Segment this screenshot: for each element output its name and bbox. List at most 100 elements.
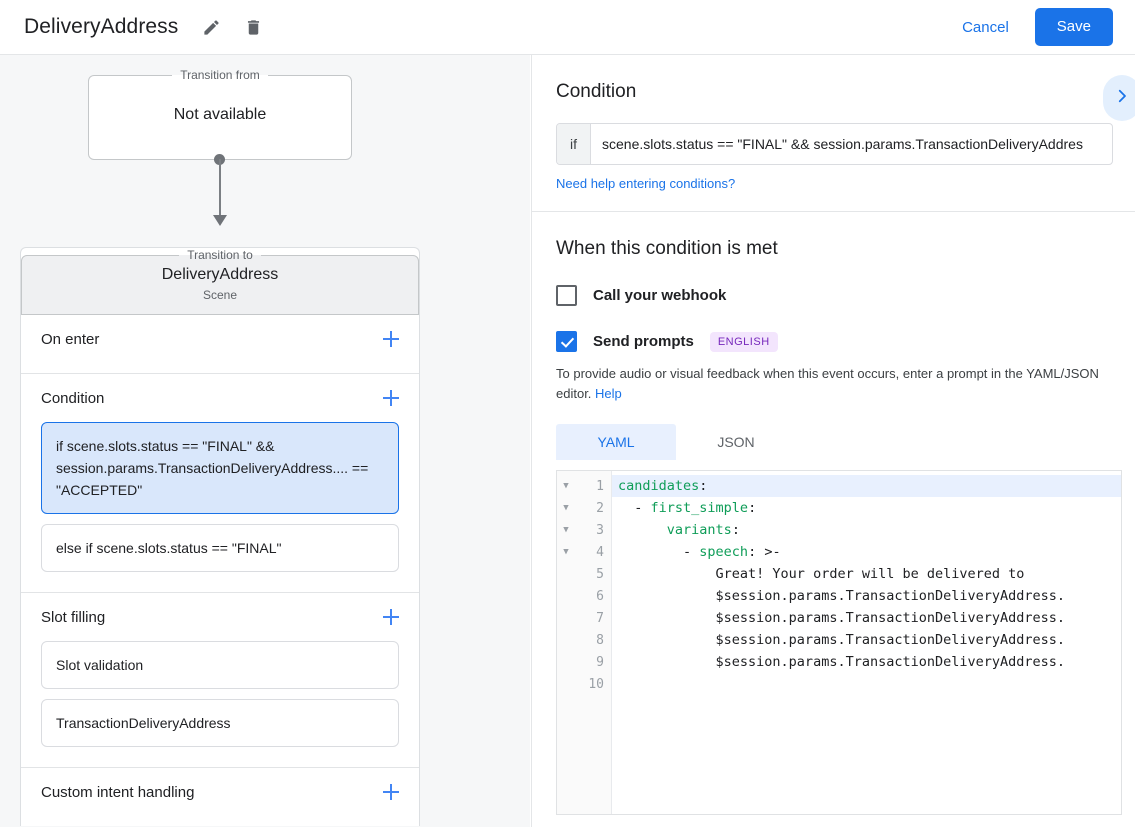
editor-gutter-line: 10 <box>557 673 611 695</box>
tab-yaml[interactable]: YAML <box>556 424 676 460</box>
fold-triangle-icon[interactable]: ▼ <box>563 502 569 513</box>
editor-code-area[interactable]: candidates: - first_simple: variants: - … <box>612 471 1121 814</box>
slot-item-transaction-delivery-address[interactable]: TransactionDeliveryAddress <box>41 699 399 747</box>
section-title-slot-filling: Slot filling <box>41 608 106 626</box>
fold-triangle-icon[interactable]: ▼ <box>563 480 569 491</box>
condition-input-row[interactable]: if scene.slots.status == "FINAL" && sess… <box>556 123 1113 165</box>
editor-gutter-line: 7 <box>557 607 611 629</box>
editor-line-number: 6 <box>596 588 604 604</box>
send-prompts-checkbox[interactable] <box>556 331 577 352</box>
when-condition-met-heading: When this condition is met <box>556 238 778 259</box>
chevron-right-icon <box>1113 87 1131 110</box>
section-on-enter: On enter <box>21 315 419 373</box>
transition-graph: Transition from Not available <box>0 55 530 238</box>
editor-code-line[interactable]: $session.params.TransactionDeliveryAddre… <box>618 588 1066 604</box>
yaml-key: speech <box>699 544 749 560</box>
delete-button[interactable] <box>236 10 270 44</box>
when-condition-met-block: When this condition is met Call your web… <box>532 212 1135 815</box>
tab-json[interactable]: JSON <box>717 434 755 450</box>
trash-icon <box>244 18 263 37</box>
call-webhook-label: Call your webhook <box>593 287 727 304</box>
connector-arrow-icon <box>213 215 227 226</box>
yaml-key: candidates <box>618 478 700 494</box>
editor-code-line[interactable]: candidates: <box>612 475 1121 497</box>
prompts-note-text: To provide audio or visual feedback when… <box>556 366 1099 401</box>
add-custom-intent-icon[interactable] <box>377 778 405 806</box>
scene-card: Transition to DeliveryAddress Scene On e… <box>20 247 420 826</box>
transition-from-value: Not available <box>173 106 267 123</box>
connector-line <box>219 159 221 221</box>
slot-validation-item[interactable]: Slot validation <box>41 641 399 689</box>
editor-code-line[interactable]: variants: <box>666 522 740 538</box>
add-slot-filling-icon[interactable] <box>377 603 405 631</box>
section-title-custom-intent-handling: Custom intent handling <box>41 783 195 801</box>
condition-item-selected[interactable]: if scene.slots.status == "FINAL" && sess… <box>41 422 399 514</box>
cancel-button[interactable]: Cancel <box>948 11 1023 44</box>
editor-code-line[interactable]: Great! Your order will be delivered to <box>618 566 1025 582</box>
editor-gutter-line: ▼1 <box>557 475 611 497</box>
section-header-on-enter: On enter <box>21 315 419 363</box>
section-condition: Condition if scene.slots.status == "FINA… <box>21 373 419 592</box>
editor-line-number: 1 <box>596 478 604 494</box>
call-webhook-checkbox[interactable] <box>556 285 577 306</box>
edit-name-button[interactable] <box>194 10 228 44</box>
transition-to-legend: Transition to <box>187 248 253 262</box>
transition-from-legend: Transition from <box>180 68 260 82</box>
editor-code-line[interactable]: $session.params.TransactionDeliveryAddre… <box>618 654 1066 670</box>
help-link[interactable]: Help <box>595 386 622 401</box>
yaml-key: first_simple <box>650 500 749 516</box>
section-custom-intent-handling: Custom intent handling <box>21 767 419 826</box>
editor-code-line[interactable]: $session.params.TransactionDeliveryAddre… <box>618 610 1066 626</box>
prompts-note: To provide audio or visual feedback when… <box>556 364 1113 404</box>
save-button[interactable]: Save <box>1034 8 1113 46</box>
section-header-slot-filling: Slot filling <box>21 593 419 641</box>
section-header-custom-intent-handling: Custom intent handling <box>21 768 419 816</box>
webhook-row[interactable]: Call your webhook <box>556 285 1113 306</box>
editor-gutter-line: ▼2 <box>557 497 611 519</box>
editor-gutter-line: 9 <box>557 651 611 673</box>
pencil-icon <box>202 18 221 37</box>
editor-line-number: 10 <box>588 676 604 692</box>
editor-gutter-line: ▼3 <box>557 519 611 541</box>
condition-heading: Condition <box>556 81 637 102</box>
editor-code-line[interactable]: - first_simple: <box>618 500 757 516</box>
add-on-enter-icon[interactable] <box>377 325 405 353</box>
send-prompts-row[interactable]: Send prompts ENGLISH <box>556 331 1113 352</box>
fold-triangle-icon[interactable]: ▼ <box>563 524 569 535</box>
transition-from-node[interactable]: Transition from Not available <box>88 68 352 160</box>
add-condition-icon[interactable] <box>377 384 405 412</box>
editor-line-number: 4 <box>596 544 604 560</box>
send-prompts-label: Send prompts <box>593 333 694 350</box>
top-app-bar: DeliveryAddress Cancel Save <box>0 0 1135 55</box>
section-title-condition: Condition <box>41 389 105 407</box>
editor-gutter-line: 5 <box>557 563 611 585</box>
section-header-condition: Condition <box>21 374 419 422</box>
right-panel: Condition if scene.slots.status == "FINA… <box>531 55 1135 827</box>
editor-line-number: 5 <box>596 566 604 582</box>
condition-block: Condition if scene.slots.status == "FINA… <box>532 55 1135 211</box>
editor-gutter-line: 8 <box>557 629 611 651</box>
editor-gutter-line: ▼4 <box>557 541 611 563</box>
editor-code-line[interactable]: $session.params.TransactionDeliveryAddre… <box>618 632 1066 648</box>
condition-input[interactable]: scene.slots.status == "FINAL" && session… <box>602 136 1083 152</box>
page-title: DeliveryAddress <box>24 15 179 38</box>
expand-panel-button[interactable] <box>1103 75 1135 121</box>
yaml-key: variants <box>666 522 732 538</box>
editor-code-line[interactable]: - speech: >- <box>618 544 781 560</box>
language-badge: ENGLISH <box>709 331 778 352</box>
editor-line-number: 2 <box>596 500 604 516</box>
section-title-on-enter: On enter <box>41 330 100 348</box>
transition-to-subtitle: Scene <box>202 288 238 302</box>
condition-item[interactable]: else if scene.slots.status == "FINAL" <box>41 524 399 572</box>
need-help-conditions-link[interactable]: Need help entering conditions? <box>556 176 736 191</box>
fold-triangle-icon[interactable]: ▼ <box>563 546 569 557</box>
editor-line-number: 9 <box>596 654 604 670</box>
editor-format-tabs: YAML JSON <box>556 424 1113 460</box>
transition-to-title: DeliveryAddress <box>161 266 279 283</box>
transition-to-node[interactable]: Transition to DeliveryAddress Scene <box>21 248 419 315</box>
editor-line-number: 3 <box>596 522 604 538</box>
condition-if-label: if <box>557 124 591 164</box>
editor-code-line[interactable] <box>612 673 1121 695</box>
